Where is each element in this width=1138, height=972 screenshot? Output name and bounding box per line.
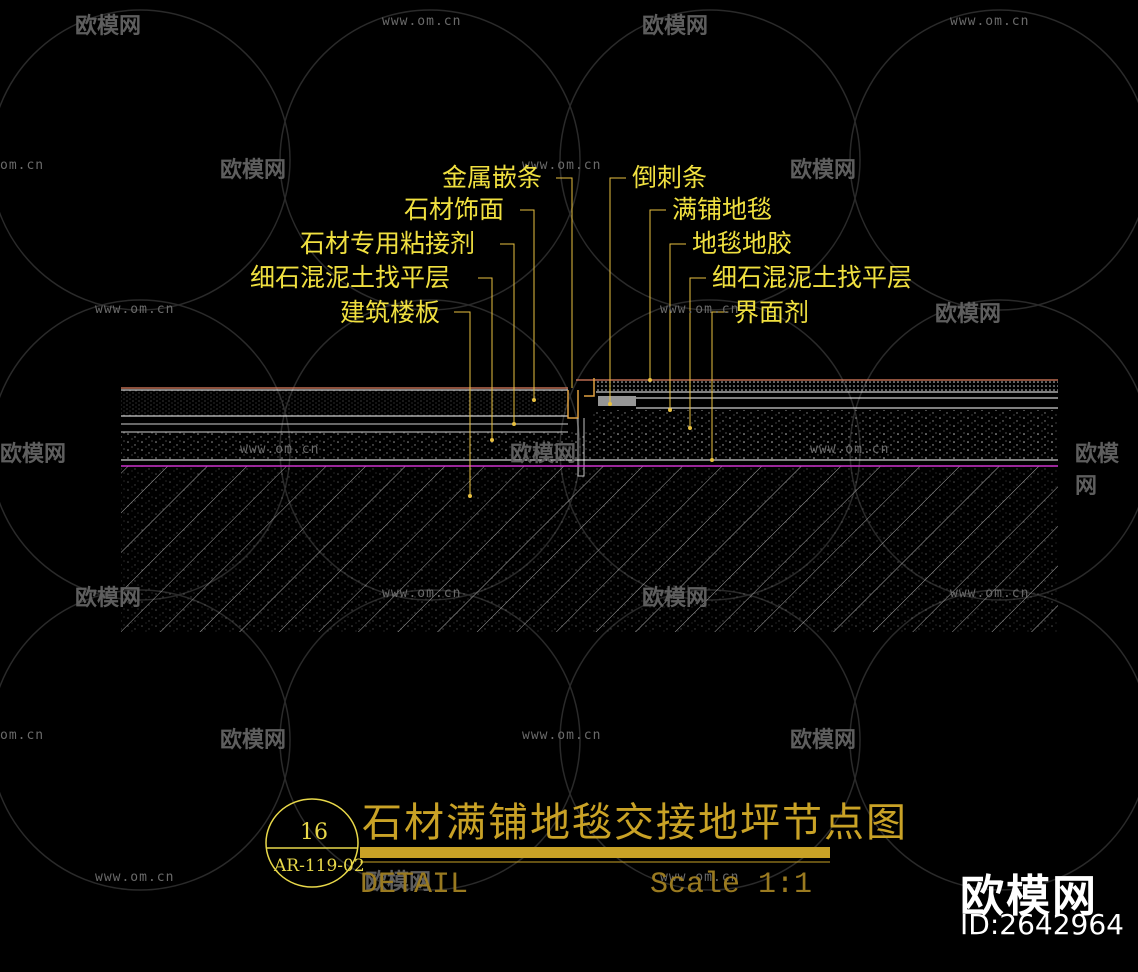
watermark-url: www.om.cn: [382, 586, 462, 601]
brand-id: ID:2642964: [960, 908, 1124, 941]
watermark-url: www.om.cn: [660, 302, 740, 317]
watermark-logo: 欧模网: [75, 14, 142, 39]
watermark-url: www.om.cn: [382, 14, 462, 29]
stone-facing: [121, 390, 568, 416]
watermark-logo: 欧模网: [642, 14, 709, 39]
watermark-url-partial: om.cn: [0, 728, 45, 743]
scale-caption: Scale 1:1: [650, 868, 813, 902]
watermark-logo-partial: 欧模网: [1075, 442, 1120, 499]
watermark-logo: 欧模网: [220, 728, 287, 753]
watermark-url: www.om.cn: [810, 442, 890, 457]
label-stone-facing: 石材饰面: [404, 195, 505, 224]
watermark-logo: 欧模网: [510, 442, 577, 467]
watermark-url: www.om.cn: [522, 158, 602, 173]
drawing-title: 石材满铺地毯交接地坪节点图: [362, 800, 908, 846]
leaders-right: [609, 177, 728, 460]
detail-number-bubble: [265, 798, 359, 888]
label-screed-left: 细石混泥土找平层: [250, 263, 451, 292]
metal-strip: [567, 378, 595, 419]
watermark-logo-partial: 欧模网: [0, 442, 67, 467]
watermark-logo: 欧模网: [790, 158, 857, 183]
label-gripper: 倒刺条: [632, 163, 708, 192]
label-carpet: 满铺地毯: [672, 195, 773, 224]
gripper-strip: [598, 396, 636, 406]
title-underline: [360, 847, 830, 858]
watermark-url: www.om.cn: [522, 728, 602, 743]
watermark-logo: 欧模网: [790, 728, 857, 753]
watermark-logo: 欧模网: [220, 158, 287, 183]
label-interface-agent: 界面剂: [734, 298, 810, 327]
watermark-url: www.om.cn: [240, 442, 320, 457]
watermark-url: www.om.cn: [950, 14, 1030, 29]
label-floor-slab: 建筑楼板: [340, 298, 441, 327]
watermark-url: www.om.cn: [95, 302, 175, 317]
watermark-url: www.om.cn: [660, 870, 740, 885]
leaders-left: [454, 177, 573, 496]
label-carpet-underlay: 地毯地胶: [692, 229, 793, 258]
label-stone-adhesive: 石材专用粘接剂: [300, 229, 476, 258]
watermark-url: www.om.cn: [950, 586, 1030, 601]
detail-number: 16: [300, 820, 328, 845]
carpet-layer: [596, 380, 1058, 392]
watermark-url: www.om.cn: [95, 870, 175, 885]
watermark-logo: 欧模网: [365, 870, 432, 895]
drawing-code: AR-119-02: [274, 856, 365, 876]
label-screed-right: 细石混泥土找平层: [712, 263, 913, 292]
label-metal-strip: 金属嵌条: [442, 163, 543, 192]
brand-logo: 欧模网: [960, 871, 1098, 922]
watermark-logo: 欧模网: [75, 586, 142, 611]
watermark-url-partial: om.cn: [0, 158, 45, 173]
detail-caption: DETAIL: [360, 868, 469, 902]
watermark-logo: 欧模网: [642, 586, 709, 611]
watermark-logo: 欧模网: [935, 302, 1002, 327]
